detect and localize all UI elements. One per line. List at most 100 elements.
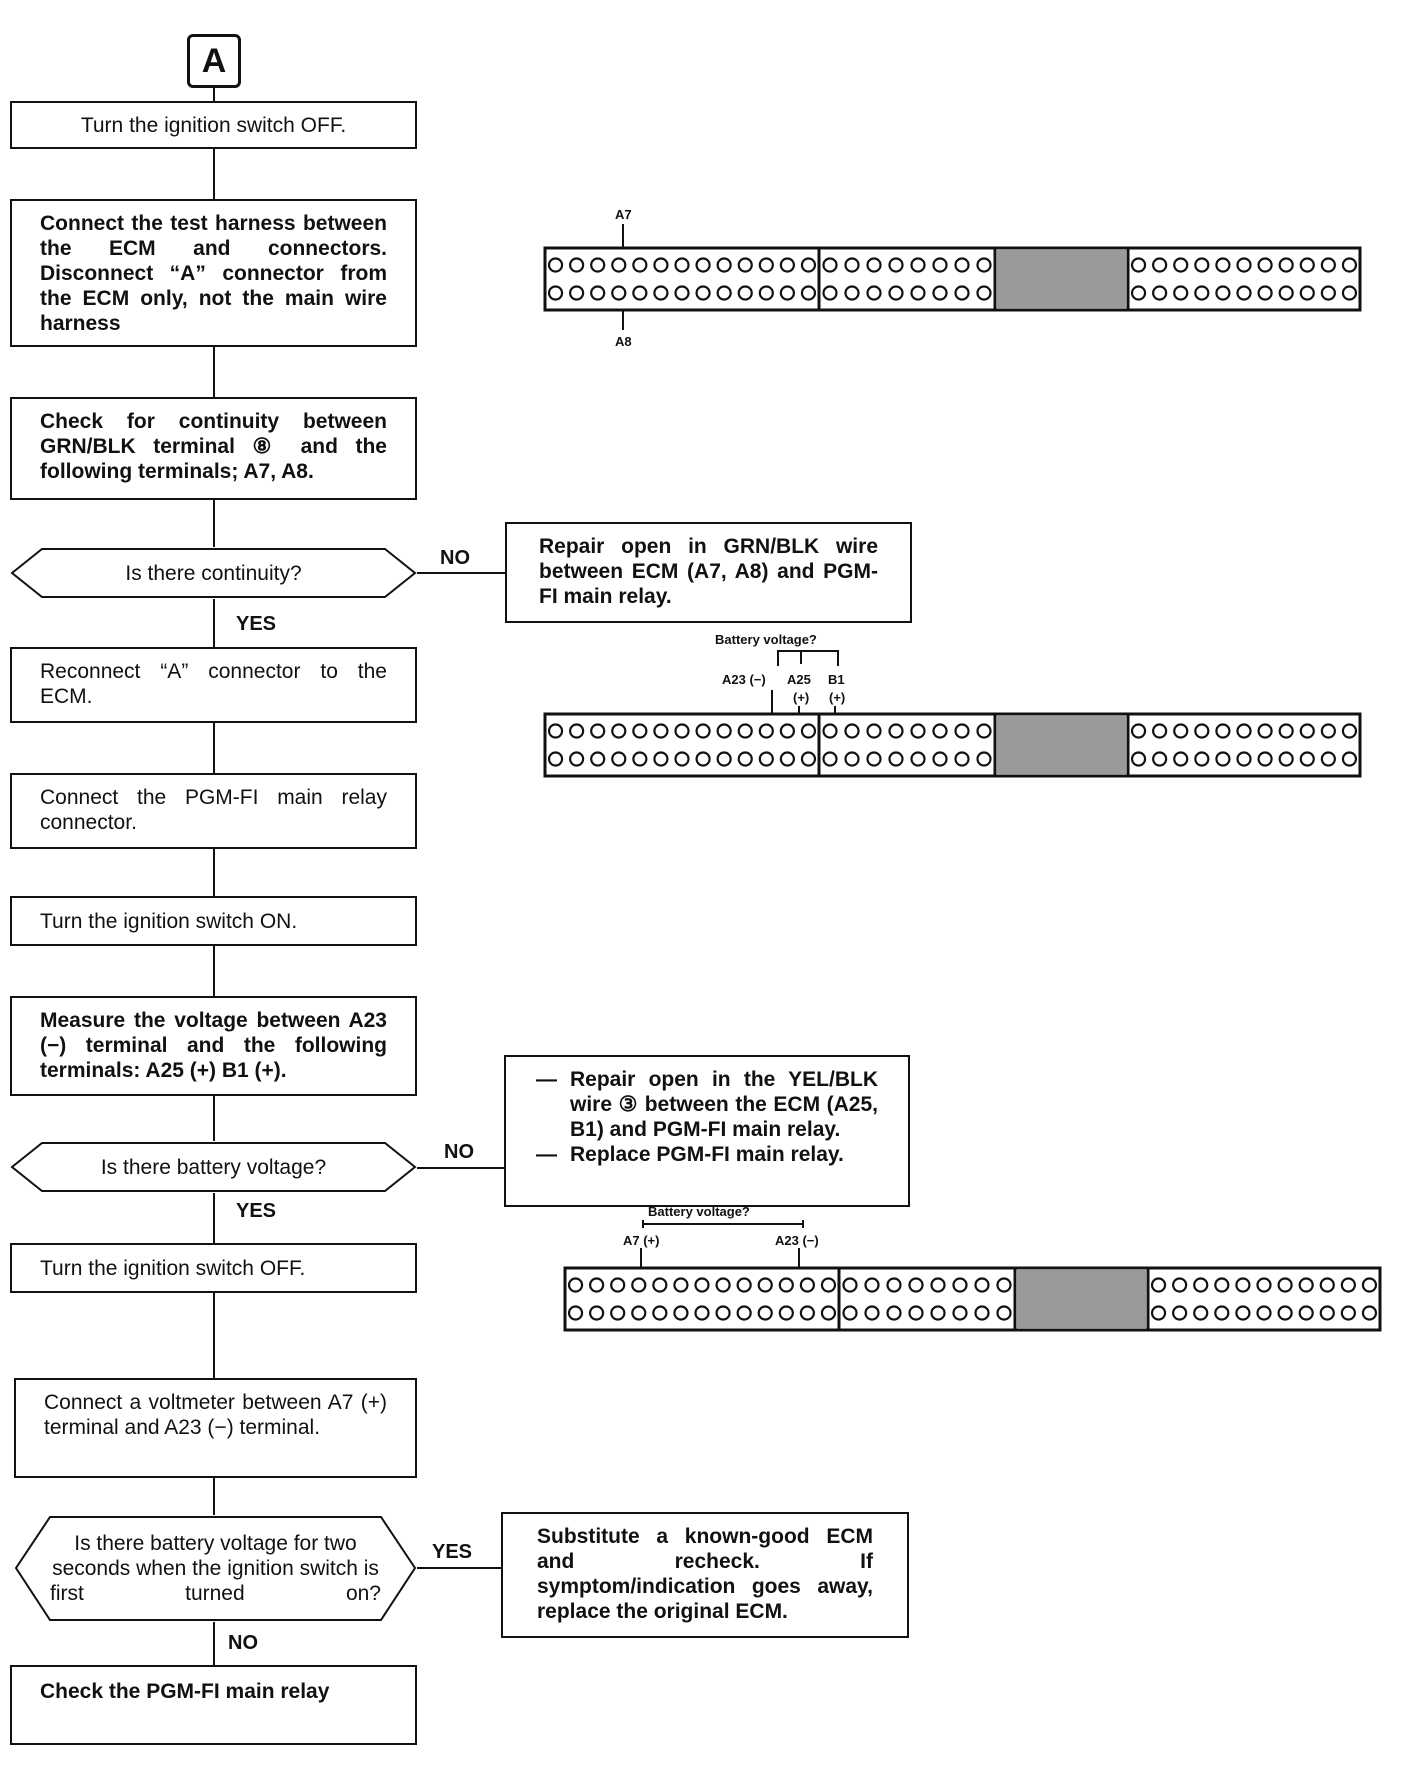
connector-pin [758,751,774,767]
connector-pin [800,285,817,301]
connector-pin [674,257,690,273]
connector-pin [1215,257,1231,273]
connector-pin [1298,1305,1314,1321]
connector-pin [590,751,606,767]
connector-pin [822,723,838,739]
connector-pin [910,751,926,767]
connector-pin [652,1277,668,1293]
connector-pin [1152,723,1168,739]
step-text: Connect the test harness between the ECM… [40,212,387,335]
step-ignition-off-2: Turn the ignition switch OFF. [10,1243,417,1293]
connector-pin [1278,257,1294,273]
step-text: Turn the ignition switch OFF. [40,1256,306,1280]
connector-pin [737,285,753,301]
step-ignition-on: Turn the ignition switch ON. [10,896,417,946]
connector-pin [1236,751,1252,767]
connector-pin [757,1305,773,1321]
connector-pin [716,257,732,273]
connector-pin [695,285,711,301]
connector-pin [910,257,926,273]
connector-pin [1173,285,1189,301]
diagram-title: Battery voltage? [715,632,817,647]
terminal-label-b1: B1 [828,672,845,687]
connector-pin [1320,285,1336,301]
flow-line [417,1167,504,1169]
connector-pin [886,1277,902,1293]
connector-pin [716,285,732,301]
connector-pin [569,257,585,273]
result-repair-grn-blk: Repair open in GRN/BLK wire between ECM … [505,522,912,623]
connector-pin [820,1305,837,1321]
connector-pin [800,751,817,767]
connector-pin [954,751,970,767]
diagram-title: Battery voltage? [648,1204,750,1219]
connector-pin [610,1305,626,1321]
connector-pin [1256,1277,1272,1293]
connector-pin [590,723,606,739]
flow-line [213,1193,215,1243]
connector-pin [866,751,882,767]
connector-pin [866,257,882,273]
connector-pin [1341,285,1358,301]
connector-pin [1215,723,1231,739]
connector-pin [1277,1277,1293,1293]
connector-pin [910,285,926,301]
connector-pin [1130,723,1147,739]
connector-pin [844,751,860,767]
connector-pin [1173,723,1189,739]
connector-pin [1215,751,1231,767]
flow-line [213,88,215,102]
connector-pin [1173,257,1189,273]
flow-line [213,149,215,199]
connector-pin [611,257,627,273]
connector-pin [653,723,669,739]
connector-pin [1278,751,1294,767]
connector-pin [1214,1305,1230,1321]
connector-pin [1193,1305,1209,1321]
connector-body [563,1266,1382,1332]
connector-blank-section [997,716,1126,774]
connector-pin [1130,285,1147,301]
branch-no-label: NO [228,1632,258,1654]
connector-pin [1320,257,1336,273]
step-text: Connect the PGM-FI main relay connector. [40,786,387,834]
connector-pin [1130,257,1147,273]
branch-yes-label: YES [236,1200,277,1222]
connector-pin [954,723,970,739]
connector-pin [952,1305,968,1321]
connector-pin [864,1305,880,1321]
decision-battery-voltage: Is there battery voltage? [10,1141,417,1193]
step-text: Reconnect “A” connector to the ECM. [40,660,387,708]
connector-pin [1235,1305,1251,1321]
branch-yes-label: YES [432,1541,473,1563]
step-text: Turn the ignition switch ON. [40,909,298,933]
connector-pin [590,285,606,301]
connector-pin [737,751,753,767]
action-list: Repair open in the YEL/BLK wire ③ betwee… [536,1067,878,1167]
connector-pin [820,1277,837,1293]
step-ignition-off-1: Turn the ignition switch OFF. [10,101,417,149]
connector-pin [1320,751,1336,767]
branch-no-label: NO [440,547,470,569]
connector-pin [1215,285,1231,301]
terminal-label-a23: A23 (−) [775,1233,819,1248]
connector-pin [653,285,669,301]
connector-pin [888,285,904,301]
connector-pin [758,257,774,273]
connector-pin [822,285,838,301]
step-connect-test-harness: Connect the test harness between the ECM… [10,199,417,347]
ecm-connector-diagram-2: Battery voltage? A23 (−) A25 B1 (+) (+) [543,632,1362,778]
connector-pin [778,1305,794,1321]
connector-pin [589,1277,605,1293]
connector-pin [908,1305,924,1321]
result-text: Repair open in GRN/BLK wire between ECM … [539,535,878,608]
connector-pin [1277,1305,1293,1321]
terminal-label-a25: A25 [787,672,811,687]
connector-pin [716,723,732,739]
flow-line [417,572,505,574]
result-repair-yel-blk: Repair open in the YEL/BLK wire ③ betwee… [504,1055,910,1207]
branch-no-label: NO [444,1141,474,1163]
connector-pin [800,723,817,739]
step-connect-voltmeter: Connect a voltmeter between A7 (+) termi… [14,1378,417,1478]
connector-pin [1361,1305,1378,1321]
